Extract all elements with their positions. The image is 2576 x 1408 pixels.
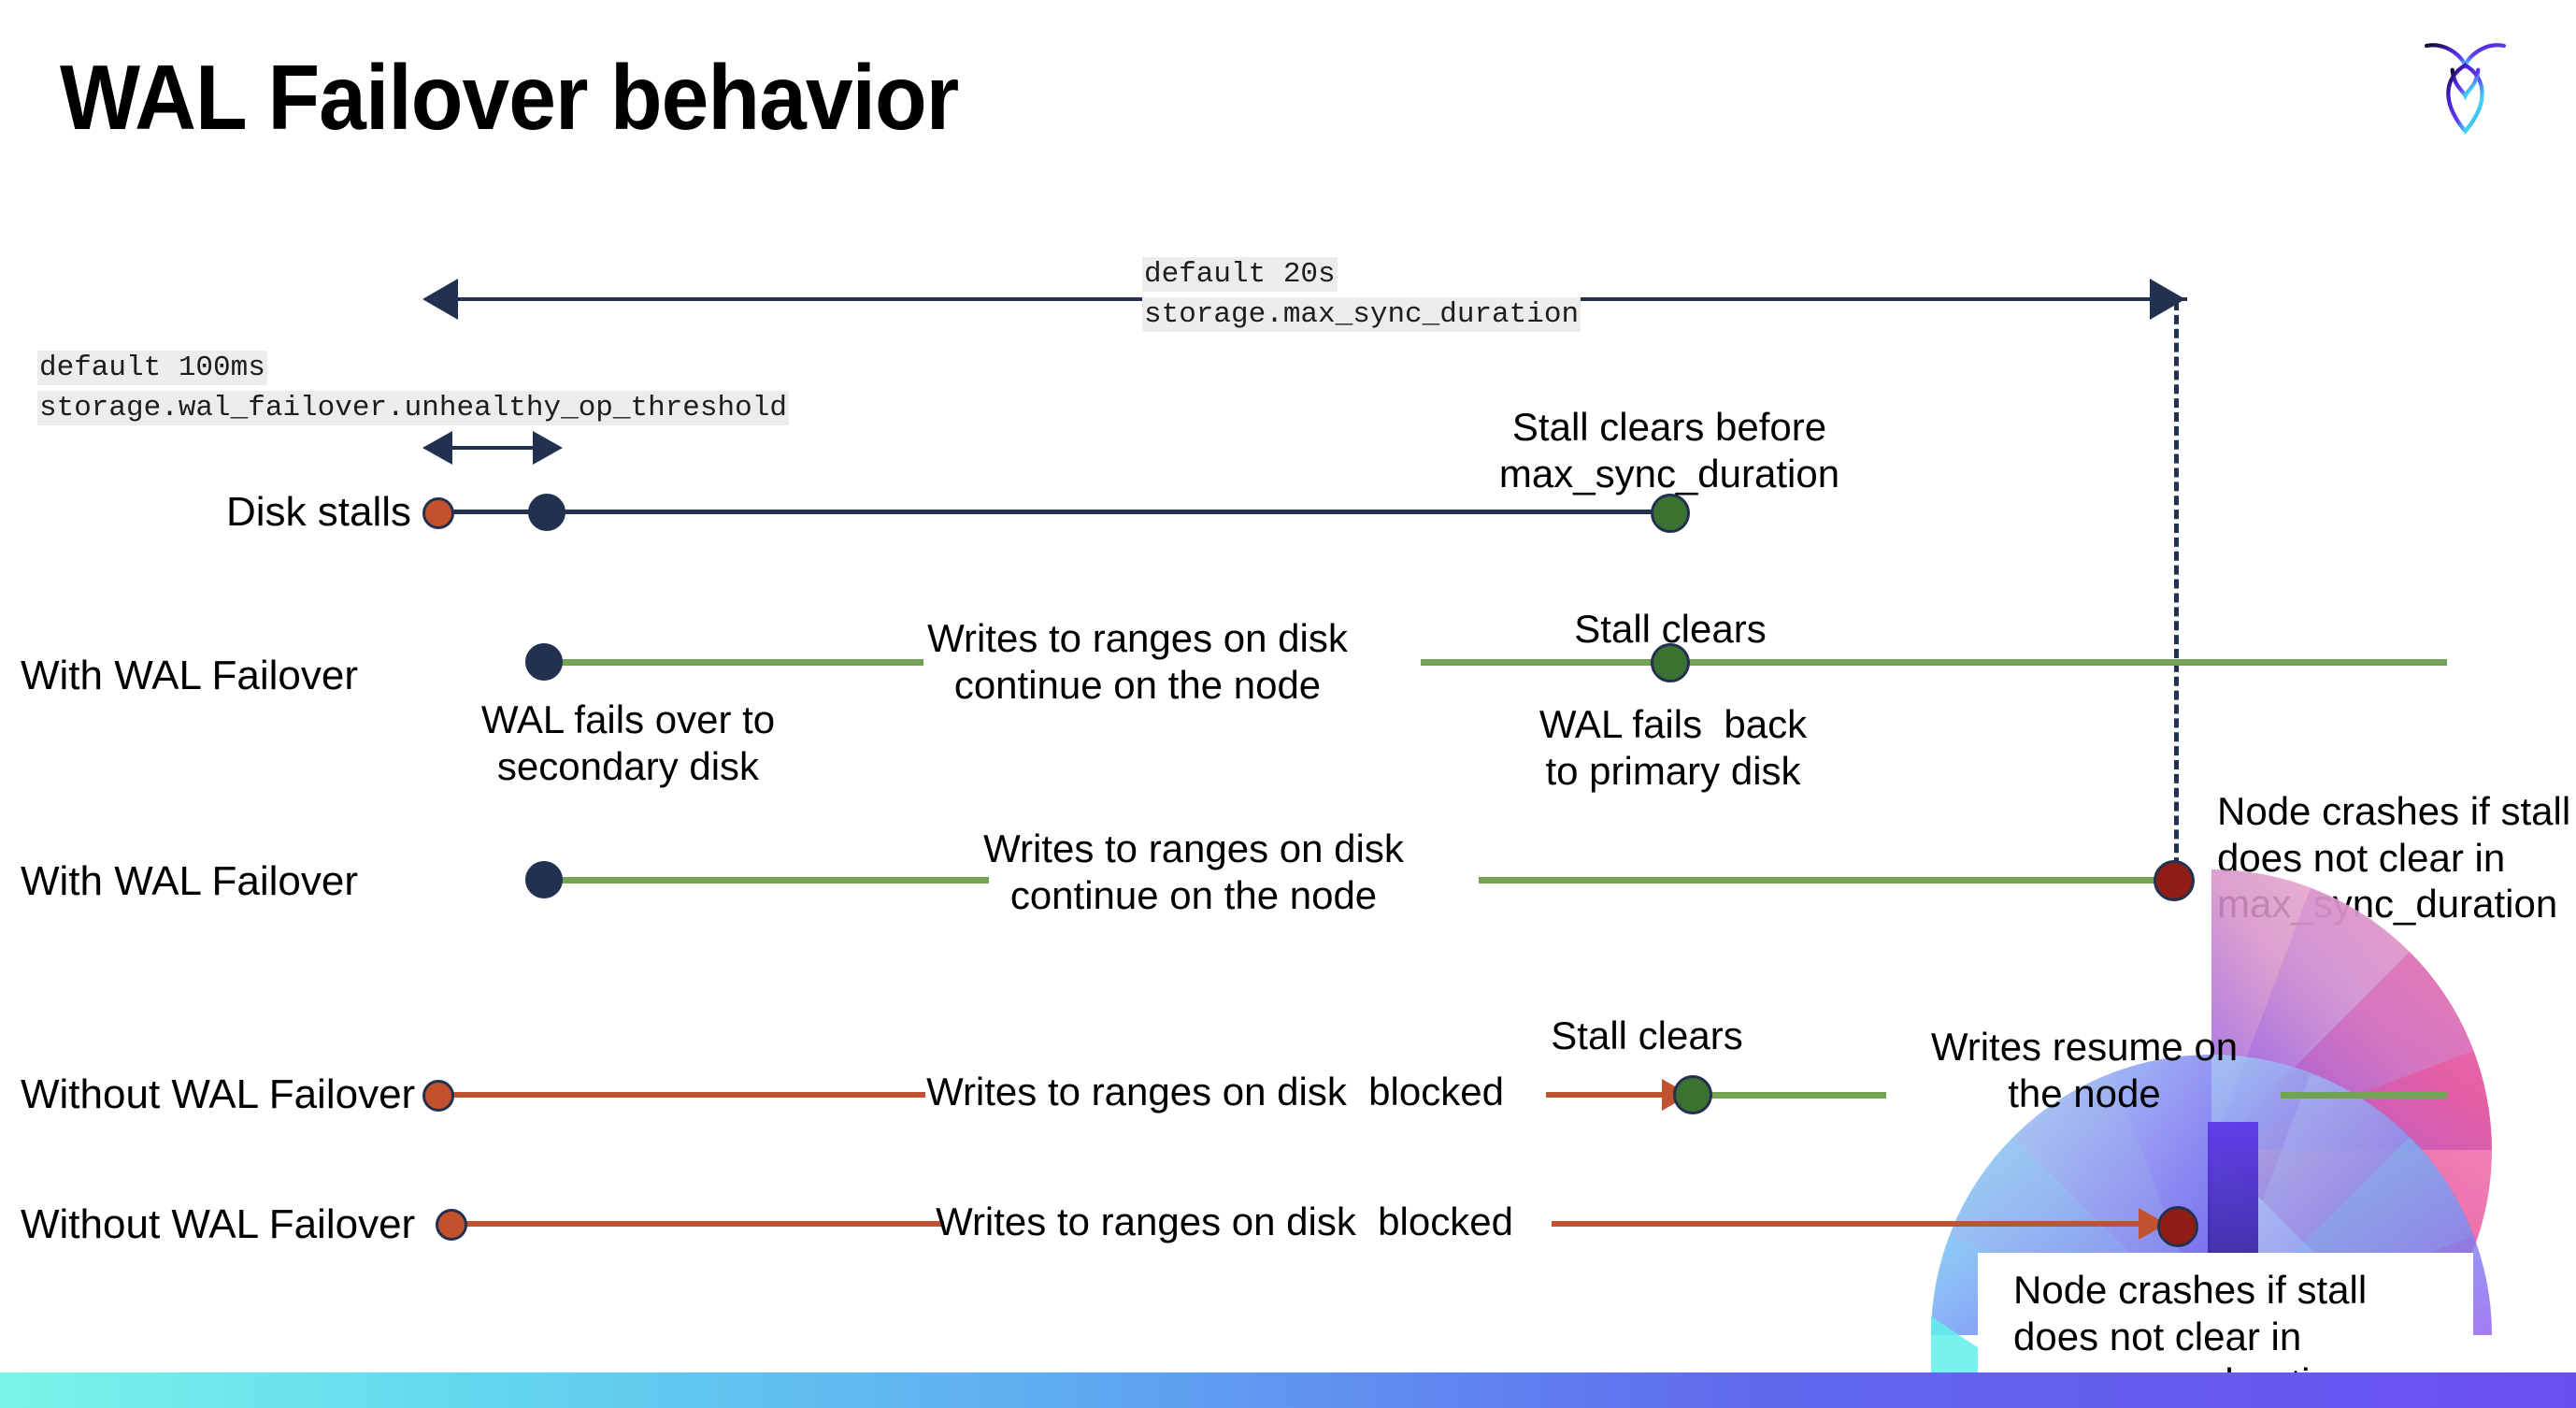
max-sync-duration-setting: default 20s storage.max_sync_duration — [1142, 254, 1581, 335]
wal-failover-2-segment-b — [1479, 877, 2182, 884]
unhealthy-op-threshold-span-line — [447, 446, 533, 450]
max-sync-duration-dashed-guide — [2174, 301, 2179, 881]
without-wal-1-resume-segment — [1701, 1092, 1886, 1099]
wal-failover-2-crash-dot — [2154, 860, 2195, 901]
wal-failover-1-mid-note: Writes to ranges on disk continue on the… — [927, 616, 1348, 707]
unhealthy-op-right-arrowhead — [533, 431, 563, 465]
row-label-disk-stalls: Disk stalls — [225, 489, 411, 535]
page-title: WAL Failover behavior — [60, 46, 959, 149]
disk-stalls-clear-dot — [1651, 494, 1690, 533]
bottom-gradient-bar — [0, 1372, 2576, 1408]
without-wal-1-clear-note: Stall clears — [1551, 1013, 1743, 1057]
disk-stalls-threshold-dot — [528, 494, 565, 531]
disk-stalls-clear-note: Stall clears before max_sync_duration — [1498, 405, 1840, 496]
cockroachdb-logo-icon — [2416, 28, 2514, 145]
without-wal-2-mid-note: Writes to ranges on disk blocked — [936, 1200, 1513, 1243]
wal-failover-2-mid-note: Writes to ranges on disk continue on the… — [983, 826, 1404, 917]
wal-failover-2-failover-dot — [525, 861, 563, 898]
without-wal-1-blocked-segment-2 — [1546, 1092, 1667, 1098]
without-wal-1-clear-dot — [1673, 1075, 1712, 1114]
wal-failover-2-end-note: Node crashes if stall does not clear in … — [2217, 789, 2571, 927]
without-wal-1-end-note: Writes resume on the node — [1930, 1025, 2239, 1115]
max-sync-span-right-arrowhead — [2150, 279, 2185, 320]
without-wal-2-blocked-segment-2 — [1552, 1221, 2150, 1227]
row-label-without-wal-failover-1: Without WAL Failover — [21, 1071, 416, 1117]
wal-failover-1-clear-dot — [1651, 643, 1690, 682]
without-wal-2-blocked-segment — [452, 1221, 944, 1227]
unhealthy-op-setting-name: storage.wal_failover.unhealthy_op_thresh… — [37, 391, 789, 425]
disk-stalls-start-dot — [422, 497, 454, 529]
max-sync-span-left-arrowhead — [422, 279, 458, 320]
row-label-with-wal-failover-2: With WAL Failover — [21, 858, 359, 904]
disk-stalls-timeline — [439, 510, 1675, 514]
unhealthy-op-left-arrowhead — [422, 431, 452, 465]
row-label-with-wal-failover-1: With WAL Failover — [21, 653, 359, 698]
max-sync-default-label: default 20s — [1142, 257, 1338, 292]
wal-failover-1-start-note: WAL fails over to secondary disk — [480, 697, 776, 788]
wal-failover-1-end-note: WAL fails back to primary disk — [1538, 702, 1808, 793]
wal-failover-1-segment-b — [1421, 659, 2447, 666]
without-wal-1-resume-segment-2 — [2281, 1092, 2447, 1099]
wal-failover-1-failover-dot — [525, 643, 563, 681]
row-label-without-wal-failover-2: Without WAL Failover — [21, 1201, 416, 1247]
wal-failover-2-segment-a — [540, 877, 989, 884]
unhealthy-op-threshold-setting: default 100ms storage.wal_failover.unhea… — [37, 348, 789, 428]
without-wal-1-blocked-segment — [439, 1092, 925, 1098]
max-sync-setting-name: storage.max_sync_duration — [1142, 297, 1581, 332]
without-wal-1-start-dot — [422, 1080, 454, 1112]
wal-failover-1-clear-note: Stall clears — [1574, 607, 1767, 651]
without-wal-2-start-dot — [436, 1209, 467, 1241]
without-wal-2-crash-dot — [2157, 1206, 2198, 1247]
unhealthy-op-default-label: default 100ms — [37, 351, 267, 385]
without-wal-1-mid-note: Writes to ranges on disk blocked — [926, 1070, 1504, 1113]
wal-failover-1-segment-a — [540, 659, 923, 666]
